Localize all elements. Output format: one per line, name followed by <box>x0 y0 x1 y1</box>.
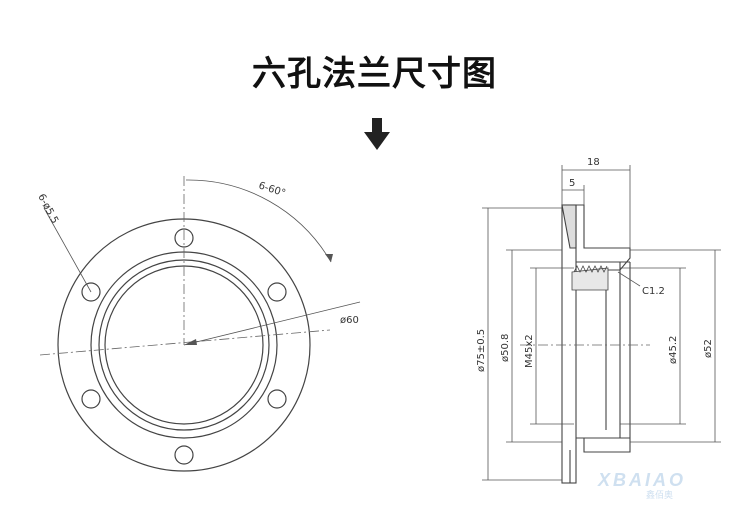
page-title: 六孔法兰尺寸图 <box>252 54 497 94</box>
side-dimensions <box>482 165 721 481</box>
bolt-hole <box>267 282 287 302</box>
dim-5-label: 5 <box>569 178 575 189</box>
front-center-lines <box>39 176 331 356</box>
angle-arc <box>185 179 332 263</box>
brand-sub: 鑫佰奥 <box>646 491 674 501</box>
bolt-hole <box>267 389 287 409</box>
brand-name: XBAIAO <box>598 470 687 490</box>
bolt-hole <box>81 282 101 302</box>
chamfer-label: C1.2 <box>642 286 665 297</box>
thread-label: M45x2 <box>524 334 535 368</box>
bolt-hole <box>81 389 101 409</box>
pcd-label: ø60 <box>340 315 359 326</box>
side-view <box>561 204 631 484</box>
thread-section <box>571 265 609 291</box>
brand-watermark: XBAIAO 鑫佰奥 <box>598 470 687 501</box>
od-label: ø75±0.5 <box>476 329 487 372</box>
d45-label: ø45.2 <box>668 336 679 364</box>
d52-label: ø52 <box>703 339 714 358</box>
dim-18-label: 18 <box>587 157 600 168</box>
bolt-hole <box>174 228 194 248</box>
holes-label: 6-ø5.5 <box>35 192 60 225</box>
bore-mid-circle <box>98 259 270 431</box>
d50-label: ø50.8 <box>500 334 511 362</box>
pcd-leader-line <box>183 301 361 346</box>
hole-leader-line <box>43 207 92 293</box>
bolt-hole <box>174 445 194 465</box>
down-arrow-icon <box>364 118 390 154</box>
angle-label: 6-60° <box>257 180 287 199</box>
